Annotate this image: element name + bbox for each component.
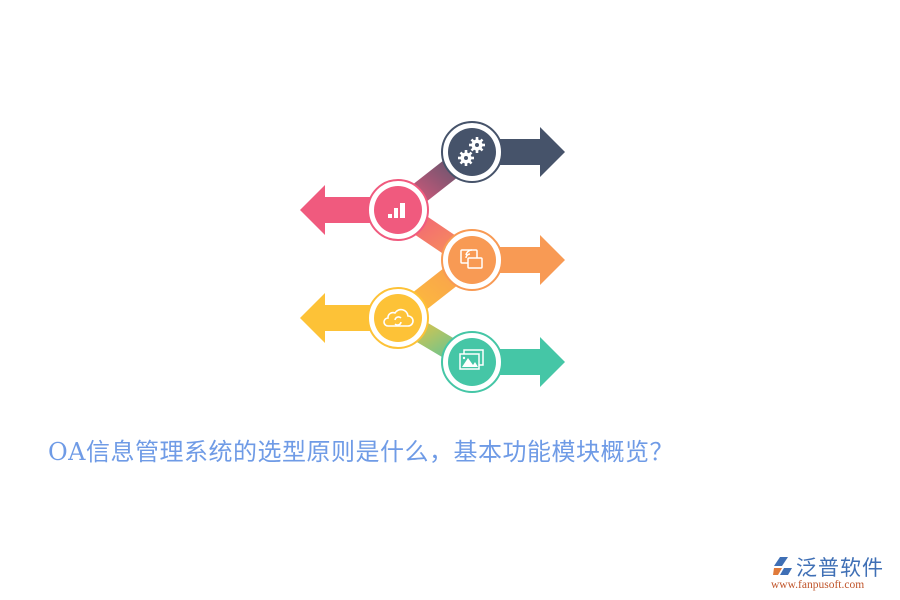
node-5 xyxy=(441,331,503,393)
screen-cast-icon xyxy=(460,249,483,269)
gears-icon xyxy=(458,137,485,166)
fanpu-logo[interactable]: 泛普软件 www.fanpusoft.com xyxy=(768,552,898,598)
arrow-right-1 xyxy=(480,127,565,177)
arrow-left-2 xyxy=(300,185,390,235)
arrow-right-5 xyxy=(480,337,565,387)
image-gallery-icon xyxy=(459,349,484,370)
page-title: OA信息管理系统的选型原则是什么，基本功能模块概览？ xyxy=(48,438,675,466)
node-2 xyxy=(367,179,429,241)
bar-chart-icon xyxy=(388,203,405,218)
logo-name: 泛普软件 xyxy=(796,556,884,580)
cloud-sync-icon xyxy=(383,308,414,327)
arrow-right-3 xyxy=(480,235,565,285)
arrow-left-4 xyxy=(300,293,390,343)
fanpu-logo-mark-icon xyxy=(773,557,792,575)
node-4 xyxy=(367,287,429,349)
node-3 xyxy=(441,229,503,291)
node-1 xyxy=(441,121,503,183)
logo-url: www.fanpusoft.com xyxy=(771,579,865,591)
